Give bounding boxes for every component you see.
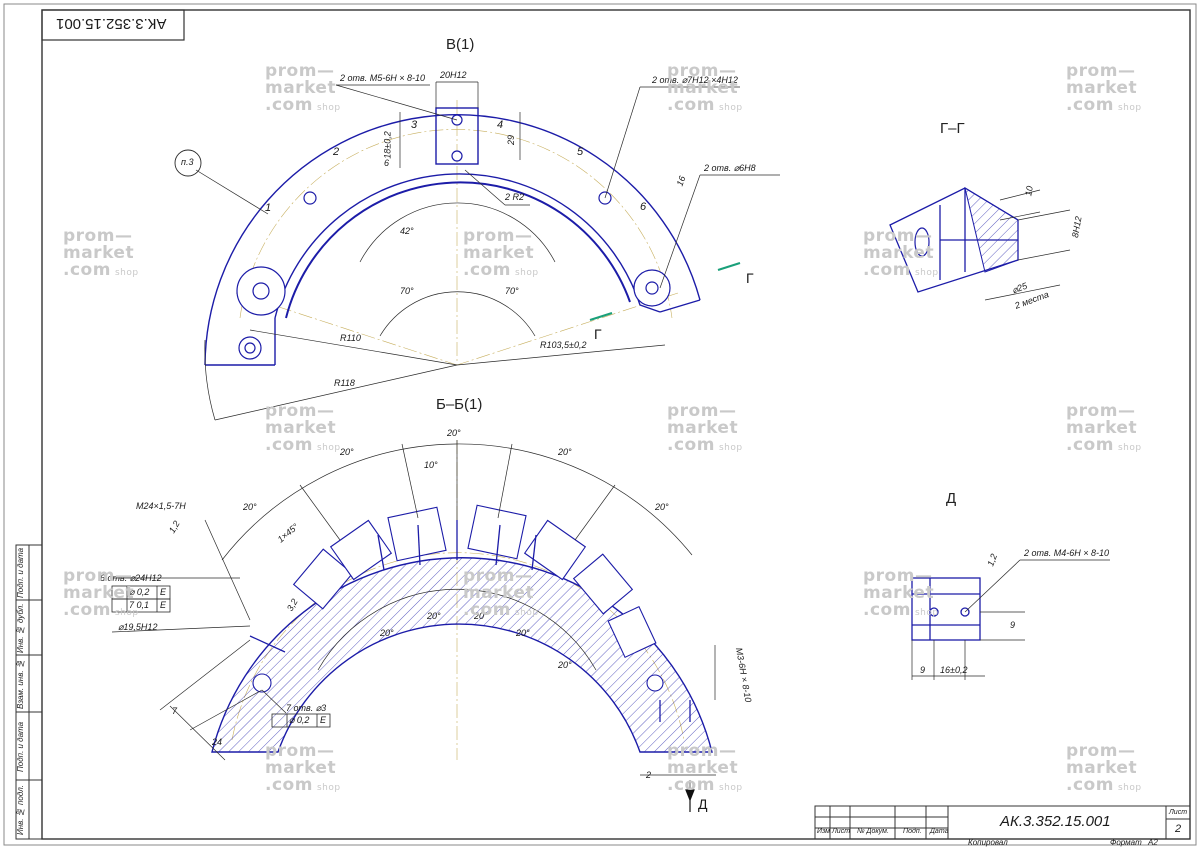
title-header-date: Дата — [930, 828, 949, 835]
angle-label-10: 20° — [516, 628, 530, 638]
r2-label: 2 R2 — [505, 192, 525, 202]
tol3-value: ⌀ 0,2 — [289, 715, 310, 725]
holes-3-label: 7 отв. ⌀3 — [286, 703, 327, 713]
r118-label: R118 — [334, 378, 355, 388]
view-d-arrow-label: Д — [698, 796, 708, 812]
angle-label-9: 20° — [474, 611, 488, 621]
gg-10-label: 10 — [1023, 185, 1035, 197]
d-holes-label: 2 отв. M4-6H × 8-10 — [1024, 548, 1109, 558]
tol2-value: 7 0,1 — [129, 600, 150, 610]
title-header-sign: Подп. — [903, 828, 922, 835]
dim-18-label: 18±0,2 — [382, 131, 393, 159]
dim-7-label: 7 — [172, 706, 178, 716]
view-v — [174, 81, 780, 421]
d-9b-label: 9 — [920, 665, 926, 675]
pos-5: 5 — [577, 146, 584, 158]
copied-label: Копировал — [968, 838, 1008, 847]
dim-6-label: 6 — [384, 158, 390, 168]
angle-label-3: 10° — [424, 460, 438, 470]
side-stamp-1: Подп. и дата — [16, 547, 25, 599]
format-label: Формат — [1110, 838, 1142, 847]
angle-label-5: 20° — [243, 502, 257, 512]
angle-label-2: 20° — [340, 447, 354, 457]
side-stamp-2: Инв. № дубл. — [16, 603, 25, 653]
outer-frame — [3, 3, 1197, 846]
title-header-list: Лист — [832, 828, 851, 835]
section-g-mark-right: Г — [746, 270, 754, 286]
holes-7-label: 2 отв. ⌀7H12 ×4H12 — [652, 75, 738, 85]
view-gg-title: Г–Г — [940, 120, 965, 137]
r110-label: R110 — [340, 333, 361, 343]
side-stamp — [15, 544, 43, 840]
holes-24-label: 6 отв. ⌀24H12 — [100, 573, 162, 583]
width-20-label: 20H12 — [440, 70, 467, 80]
tol3-base: E — [320, 715, 327, 725]
d-16-label: 16±0,2 — [940, 665, 968, 675]
dim-24-label: 24 — [212, 737, 223, 747]
title-block — [814, 805, 1191, 840]
angle-42-label: 42° — [400, 226, 414, 236]
view-bb — [110, 440, 716, 812]
tol2-base: E — [160, 600, 167, 610]
pos-2: 2 — [333, 146, 340, 158]
sheet-number: 2 — [1175, 823, 1182, 835]
angle-label-6: 20° — [655, 502, 669, 512]
angle-70a-label: 70° — [400, 286, 414, 296]
angle-70b-label: 70° — [505, 286, 519, 296]
holes-m5-label: 2 отв. M5-6H × 8-10 — [340, 73, 425, 83]
sheet-label: Лист — [1169, 809, 1188, 816]
angle-label-4: 20° — [558, 447, 572, 457]
pos-callout: п.3 — [181, 157, 194, 167]
dim-2-label: 2 — [646, 770, 652, 780]
view-v-title: В(1) — [446, 36, 475, 53]
code-upside-down: АК.3.352.15.001 — [56, 15, 167, 32]
pos-4: 4 — [497, 119, 504, 131]
hole-6-label: 2 отв. ⌀6H8 — [704, 163, 756, 173]
angle-label-8: 20° — [427, 611, 441, 621]
code-box-top — [41, 9, 185, 41]
tol1-base: E — [160, 587, 167, 597]
pos-1: 1 — [265, 202, 272, 214]
angle-label-1: 20° — [447, 428, 461, 438]
r103-label: R103,5±0,2 — [540, 340, 587, 350]
dim-29-label: 29 — [506, 134, 517, 146]
view-gg — [889, 186, 1071, 301]
tol1-value: ⌀ 0,2 — [129, 587, 150, 597]
pos-3: 3 — [411, 119, 418, 131]
section-g-mark-left: Г — [594, 326, 602, 342]
side-stamp-3: Взам. инв. № — [16, 659, 25, 709]
pos-6: 6 — [640, 201, 647, 213]
title-header-izm: Изм — [817, 828, 830, 835]
d19-label: ⌀19,5H12 — [118, 622, 158, 632]
inner-frame — [41, 9, 1191, 840]
document-code: АК.3.352.15.001 — [1000, 813, 1111, 830]
side-stamp-4: Подп. и дата — [16, 721, 25, 772]
side-stamp-5: Инв. № подл. — [16, 785, 25, 835]
view-d-title: Д — [946, 490, 957, 507]
view-bb-title: Б–Б(1) — [436, 396, 483, 413]
angle-label-7: 20° — [380, 628, 394, 638]
d-9a-label: 9 — [1010, 620, 1016, 630]
format-value: А2 — [1148, 838, 1158, 847]
m24-label: M24×1,5-7H — [136, 501, 186, 511]
title-header-doc: № Докум. — [857, 828, 889, 835]
angle-label-11: 20° — [558, 660, 572, 670]
view-d — [911, 559, 1110, 680]
